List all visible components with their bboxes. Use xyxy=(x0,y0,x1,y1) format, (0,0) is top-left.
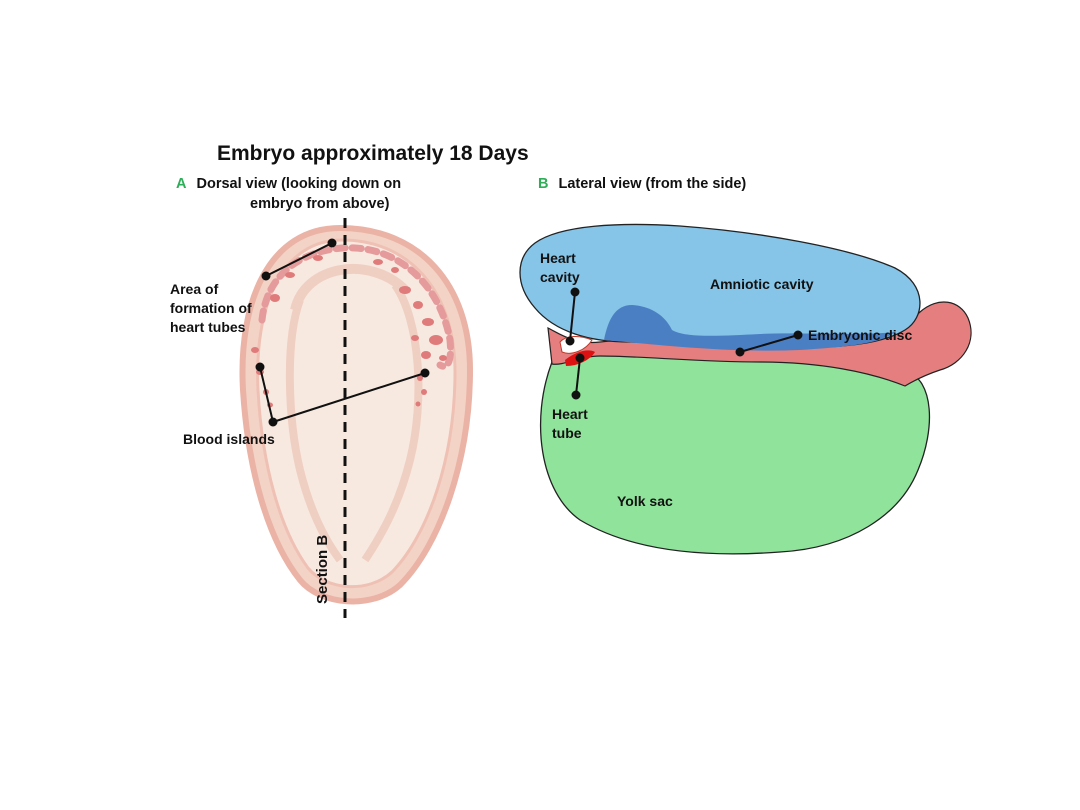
label-section-b: Section B xyxy=(314,534,331,604)
neural-fold-right xyxy=(361,282,423,563)
label-area-line1: Area of xyxy=(170,281,219,297)
neural-fold-left xyxy=(285,298,344,563)
panel-a-caption-line1: Dorsal view (looking down on xyxy=(196,176,402,192)
label-heart-tube-line1: Heart xyxy=(552,406,588,422)
label-blood-islands: Blood islands xyxy=(183,431,275,447)
label-yolk-sac: Yolk sac xyxy=(617,493,673,509)
label-heart-cavity: Heart cavity xyxy=(540,249,580,287)
label-embryonic-disc: Embryonic disc xyxy=(808,327,913,343)
panel-a-letter: A xyxy=(176,176,187,192)
panel-a-caption-line2: embryo from above) xyxy=(250,196,390,212)
label-heart-tube: Heart tube xyxy=(552,405,588,443)
panel-a-caption: A Dorsal view (looking down on xyxy=(176,176,401,192)
head-fold xyxy=(290,264,409,312)
panel-b-caption: B Lateral view (from the side) xyxy=(538,176,746,192)
diagram-title: Embryo approximately 18 Days xyxy=(217,142,529,165)
panel-a-leaders xyxy=(255,238,430,427)
epiblast-blue xyxy=(604,305,895,351)
cardiogenic-crescent xyxy=(258,244,454,370)
label-area-formation: Area of formation of heart tubes xyxy=(170,280,252,337)
yolk-sac-shape xyxy=(539,347,931,555)
label-heart-cavity-line2: cavity xyxy=(540,269,580,285)
label-amniotic-cavity: Amniotic cavity xyxy=(710,276,814,292)
label-area-line3: heart tubes xyxy=(170,319,246,335)
label-heart-tube-line2: tube xyxy=(552,425,582,441)
label-heart-cavity-line1: Heart xyxy=(540,250,576,266)
panel-b-leaders xyxy=(565,287,803,400)
panel-b-caption-text: Lateral view (from the side) xyxy=(558,176,747,192)
label-area-line2: formation of xyxy=(170,300,252,316)
blood-islands-marks xyxy=(251,255,447,408)
panel-b-letter: B xyxy=(538,176,549,192)
dorsal-view-embryo xyxy=(239,224,474,605)
